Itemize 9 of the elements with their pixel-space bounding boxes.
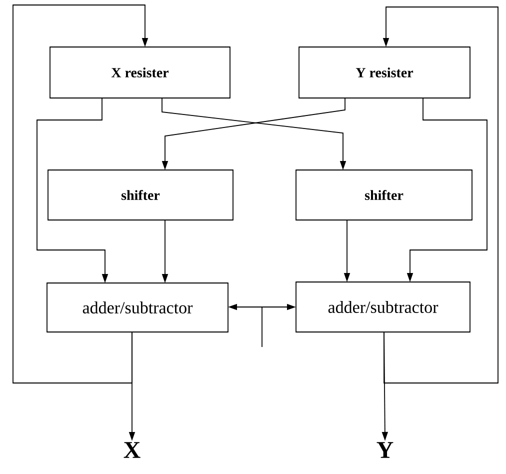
- process-box: shifter: [296, 170, 472, 220]
- arrow: [12, 4, 148, 384]
- process-box: shifter: [48, 170, 234, 220]
- process-box: adder/subtractor: [46, 282, 228, 332]
- process-box: Y resister: [298, 46, 470, 98]
- process-box: X resister: [50, 46, 230, 98]
- process-box: adder/subtractor: [296, 282, 470, 332]
- output-label: X: [124, 442, 140, 458]
- output-label: Y: [376, 442, 394, 458]
